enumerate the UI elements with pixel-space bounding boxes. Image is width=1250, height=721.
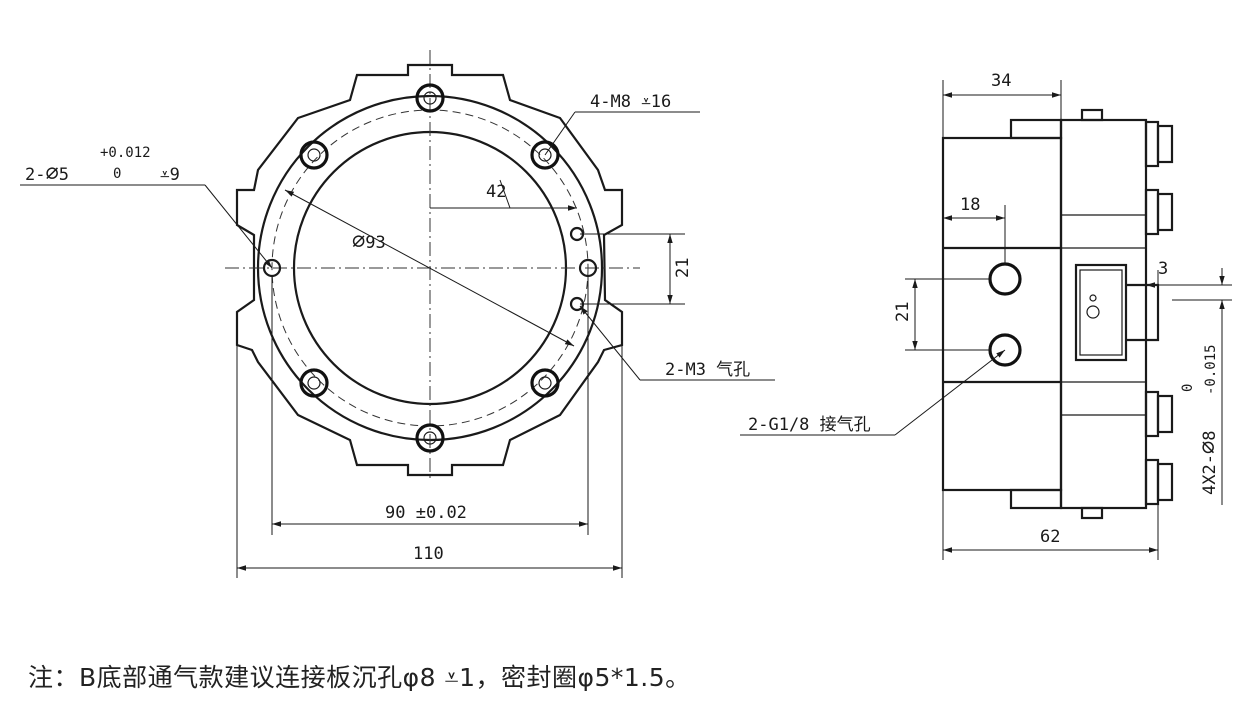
dim-62: 62 <box>1040 527 1060 547</box>
air-port <box>988 262 1022 296</box>
leader-pin <box>204 184 273 269</box>
m8-hole <box>299 140 329 170</box>
dim-21-side: 21 <box>893 302 913 322</box>
locating-pin <box>1144 188 1174 236</box>
connector-block <box>1074 263 1128 362</box>
callout-m8: 4-M8 ⩡16 <box>590 92 671 112</box>
m8-hole <box>415 423 445 453</box>
dim-42: 42 <box>486 182 506 202</box>
pin-tol-upper: +0.012 <box>100 145 151 161</box>
front-view: 4-M8 ⩡16 2-∅5 +0.012 0 ⩡9 42 ∅93 21 2-M3… <box>20 50 775 578</box>
callout-ports: 2-G1/8 接气孔 <box>748 415 871 435</box>
dim-21-front: 21 <box>673 258 693 278</box>
callout-pin: 2-∅5 <box>25 161 69 186</box>
locating-pin <box>1144 390 1174 438</box>
front-body-outline <box>235 63 624 477</box>
m8-hole <box>530 140 560 170</box>
footnote: 注：B底部通气款建议连接板沉孔φ8 ⩡1，密封圈φ5*1.5。 <box>28 663 691 692</box>
dim-34: 34 <box>991 71 1011 91</box>
pins-tol-upper: 0 <box>1180 384 1196 392</box>
technical-drawing: 4-M8 ⩡16 2-∅5 +0.012 0 ⩡9 42 ∅93 21 2-M3… <box>20 50 1232 578</box>
side-plate <box>1059 118 1148 510</box>
dim-18: 18 <box>960 195 980 215</box>
m8-hole <box>415 83 445 113</box>
dim-3: 3 <box>1158 259 1168 279</box>
side-body <box>941 136 1063 492</box>
callout-air-holes: 2-M3 气孔 <box>665 360 750 380</box>
side-view: 34 18 21 3 2-G1/8 接气孔 4X2-∅8 0 -0.015 <box>740 71 1232 560</box>
callout-pins: 4X2-∅8 <box>1196 431 1221 495</box>
dim-110: 110 <box>413 544 444 564</box>
locating-pin <box>1144 120 1174 168</box>
dim-93: ∅93 <box>352 229 386 254</box>
pin-depth: ⩡9 <box>160 165 180 185</box>
m8-hole <box>530 368 560 398</box>
pins-tol-lower: -0.015 <box>1203 344 1219 395</box>
leader-m8 <box>544 111 576 156</box>
pin-tol-lower: 0 <box>113 166 121 182</box>
locating-pin <box>1144 458 1174 506</box>
m8-hole <box>299 368 329 398</box>
dim-90: 90 ±0.02 <box>385 503 467 523</box>
